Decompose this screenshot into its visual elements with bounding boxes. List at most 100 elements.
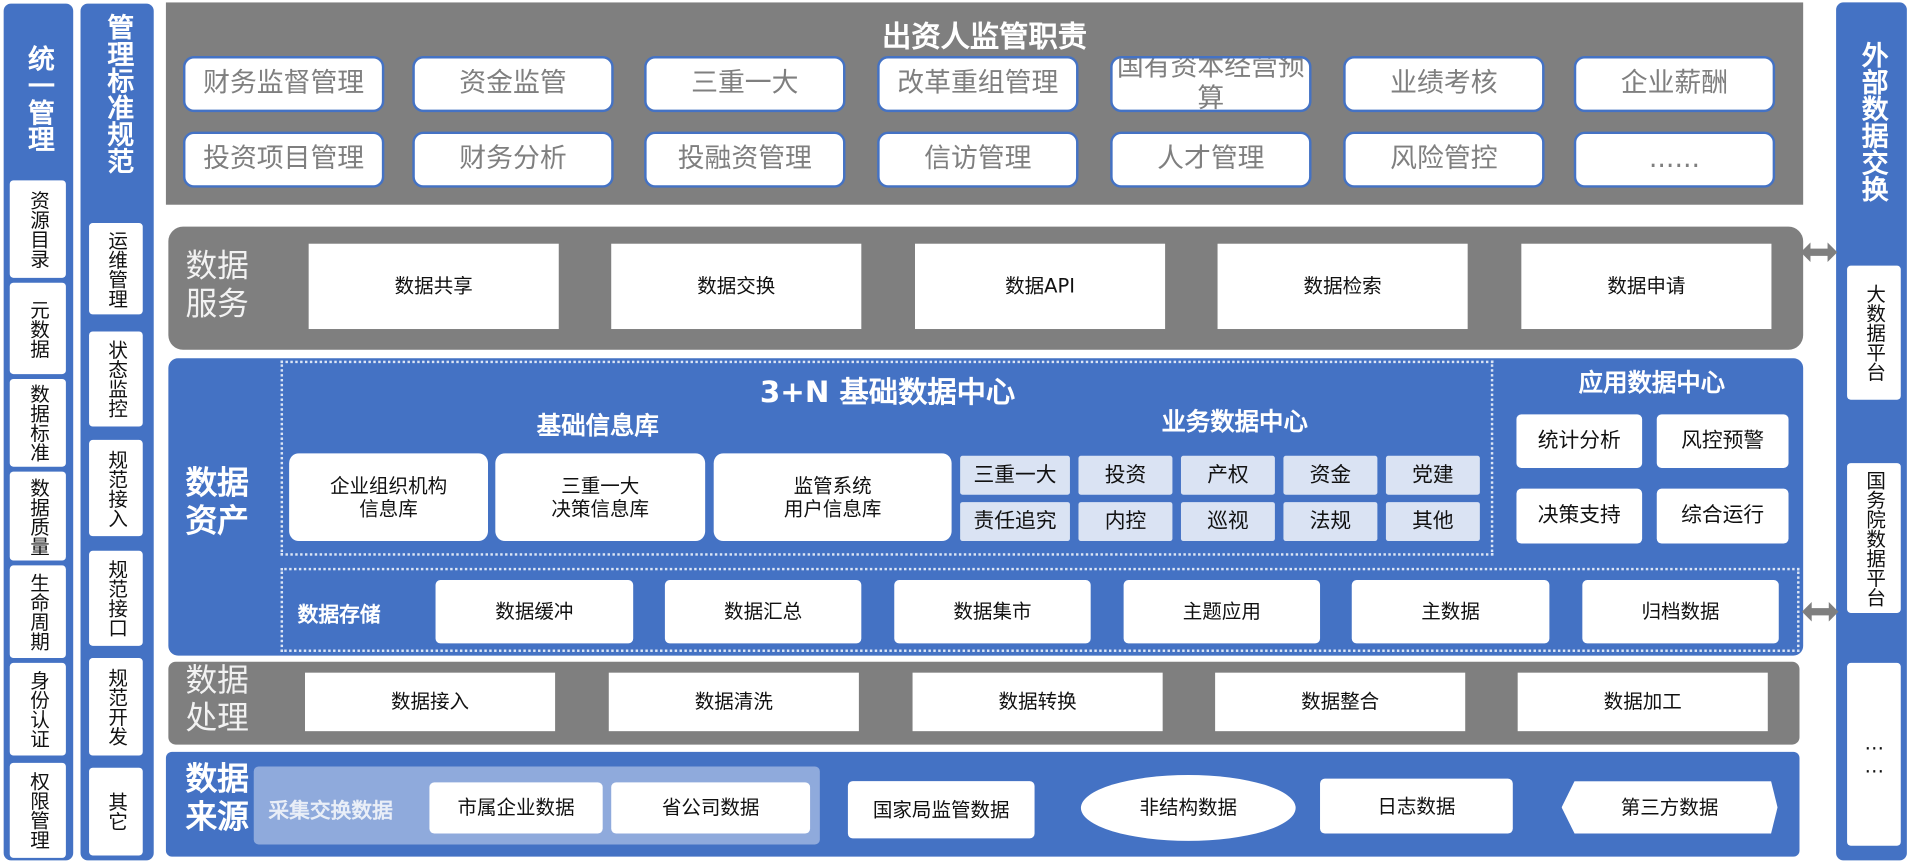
- basic-lib-item[interactable]: 企业组织机构 信息库: [289, 453, 488, 542]
- storage-item[interactable]: 数据集市: [894, 580, 1091, 644]
- app-center-item[interactable]: 综合运行: [1656, 488, 1789, 544]
- business-item[interactable]: 三重一大: [960, 455, 1070, 495]
- processing-item[interactable]: 数据清洗: [608, 672, 859, 732]
- business-item[interactable]: 产权: [1180, 455, 1275, 495]
- standards-item-label: 运维管理: [104, 229, 128, 308]
- base-data-center-frame: [280, 360, 1494, 556]
- unified-item-label: 身份认证: [26, 670, 50, 749]
- external-platform-item[interactable]: 国务院数据平台: [1847, 463, 1901, 613]
- app-center-item[interactable]: 风控预警: [1656, 414, 1789, 468]
- basic-lib-item[interactable]: 三重一大 决策信息库: [495, 453, 706, 542]
- processing-item[interactable]: 数据加工: [1517, 672, 1768, 732]
- unified-item[interactable]: 生命周期: [9, 565, 66, 659]
- standards-item[interactable]: 运维管理: [89, 223, 143, 315]
- data-service-item[interactable]: 数据共享: [308, 243, 559, 330]
- storage-item[interactable]: 数据汇总: [664, 580, 862, 644]
- processing-item[interactable]: 数据整合: [1215, 672, 1466, 732]
- external-platform-item-label: 大数据平台: [1862, 283, 1886, 382]
- source-item[interactable]: 非结构数据: [1080, 775, 1296, 841]
- duty-item[interactable]: 信访管理: [877, 131, 1079, 188]
- unified-item-label: 权限管理: [26, 771, 50, 850]
- duty-item[interactable]: 投融资管理: [644, 131, 846, 188]
- unified-management-title: 统一管理: [23, 45, 54, 153]
- storage-item[interactable]: 数据缓冲: [435, 580, 634, 644]
- external-platform-item-label: 国务院数据平台: [1862, 469, 1886, 607]
- duty-item[interactable]: 人才管理: [1110, 131, 1312, 188]
- duty-item[interactable]: 业绩考核: [1343, 56, 1545, 113]
- business-item[interactable]: 内控: [1078, 502, 1173, 542]
- standards-item[interactable]: 规范接口: [89, 550, 143, 646]
- unified-item-label: 数据标准: [26, 383, 50, 462]
- data-service-item[interactable]: 数据交换: [611, 243, 862, 330]
- external-platform-item[interactable]: ……: [1847, 662, 1901, 846]
- business-item[interactable]: 党建: [1385, 455, 1480, 495]
- business-item[interactable]: 法规: [1283, 502, 1378, 542]
- standards-title: 管理标准规范: [102, 13, 133, 175]
- unified-item-label: 生命周期: [26, 572, 50, 651]
- standards-item[interactable]: 规范接入: [89, 439, 143, 537]
- duty-item[interactable]: 财务监督管理: [183, 56, 385, 113]
- unified-item[interactable]: 权限管理: [9, 762, 66, 858]
- duty-item[interactable]: 国有资本经营预算: [1110, 56, 1312, 113]
- duty-item[interactable]: 资金监管: [412, 56, 614, 113]
- business-item[interactable]: 资金: [1283, 455, 1378, 495]
- base-data-center-title: 3+N 基础数据中心: [759, 375, 1016, 410]
- storage-label: 数据存储: [297, 603, 381, 628]
- app-center-title: 应用数据中心: [1578, 368, 1726, 398]
- duty-item[interactable]: 改革重组管理: [877, 56, 1079, 113]
- source-item[interactable]: 第三方数据: [1561, 781, 1778, 834]
- source-item[interactable]: 日志数据: [1320, 778, 1513, 834]
- data-service-item[interactable]: 数据检索: [1217, 243, 1468, 330]
- external-platform-item-label: ……: [1862, 731, 1886, 778]
- data-service-item[interactable]: 数据申请: [1521, 243, 1772, 330]
- external-exchange-title: 外部数据交换: [1856, 41, 1888, 203]
- duty-item[interactable]: 企业薪酬: [1573, 56, 1776, 113]
- collection-item[interactable]: 市属企业数据: [429, 782, 603, 834]
- app-center-item[interactable]: 决策支持: [1516, 488, 1643, 544]
- standards-item-label: 其它: [104, 792, 128, 832]
- unified-item[interactable]: 数据标准: [9, 378, 66, 467]
- collection-item[interactable]: 省公司数据: [611, 782, 811, 834]
- storage-item[interactable]: 主数据: [1351, 580, 1550, 644]
- data-service-item[interactable]: 数据API: [915, 243, 1166, 330]
- storage-item[interactable]: 主题应用: [1123, 580, 1321, 644]
- double-arrow-icon: [1800, 242, 1838, 262]
- duty-item[interactable]: ......: [1573, 131, 1776, 188]
- unified-item[interactable]: 身份认证: [9, 662, 66, 756]
- duty-item[interactable]: 三重一大: [644, 56, 846, 113]
- data-service-label: 数据服务: [185, 248, 249, 324]
- business-item[interactable]: 其他: [1385, 502, 1480, 542]
- processing-item[interactable]: 数据转换: [912, 672, 1163, 732]
- duty-item[interactable]: 投资项目管理: [183, 131, 385, 188]
- app-center-item[interactable]: 统计分析: [1516, 414, 1643, 468]
- investor-supervision-title: 出资人监管职责: [882, 19, 1088, 54]
- standards-item-label: 规范接入: [104, 449, 128, 528]
- standards-item-label: 状态监控: [104, 339, 128, 418]
- business-item[interactable]: 责任追究: [960, 502, 1070, 542]
- data-asset-label: 数据资产: [185, 465, 249, 541]
- duty-item[interactable]: 财务分析: [412, 131, 614, 188]
- data-source-label: 数据来源: [185, 761, 249, 837]
- basic-lib-item[interactable]: 监管系统 用户信息库: [713, 453, 952, 542]
- storage-item[interactable]: 归档数据: [1582, 580, 1779, 644]
- business-item[interactable]: 巡视: [1180, 502, 1275, 542]
- source-item[interactable]: 国家局监管数据: [847, 781, 1035, 839]
- standards-item[interactable]: 状态监控: [89, 331, 143, 427]
- processing-item[interactable]: 数据接入: [305, 672, 556, 732]
- unified-item[interactable]: 资源目录: [9, 180, 66, 278]
- unified-item[interactable]: 元数据: [9, 282, 66, 375]
- unified-item-label: 元数据: [26, 299, 50, 358]
- external-platform-item[interactable]: 大数据平台: [1847, 265, 1901, 400]
- standards-item-label: 规范接口: [104, 559, 128, 638]
- storage-frame: [280, 567, 1800, 652]
- unified-item[interactable]: 数据质量: [9, 471, 66, 561]
- collection-label: 采集交换数据: [268, 799, 393, 824]
- standards-item[interactable]: 其它: [89, 767, 143, 856]
- business-item[interactable]: 投资: [1078, 455, 1173, 495]
- double-arrow-icon: [1801, 601, 1839, 622]
- standards-item[interactable]: 规范开发: [89, 658, 143, 756]
- duty-item[interactable]: 风险管控: [1343, 131, 1545, 188]
- business-center-title: 业务数据中心: [1161, 407, 1308, 437]
- unified-item-label: 资源目录: [26, 190, 50, 269]
